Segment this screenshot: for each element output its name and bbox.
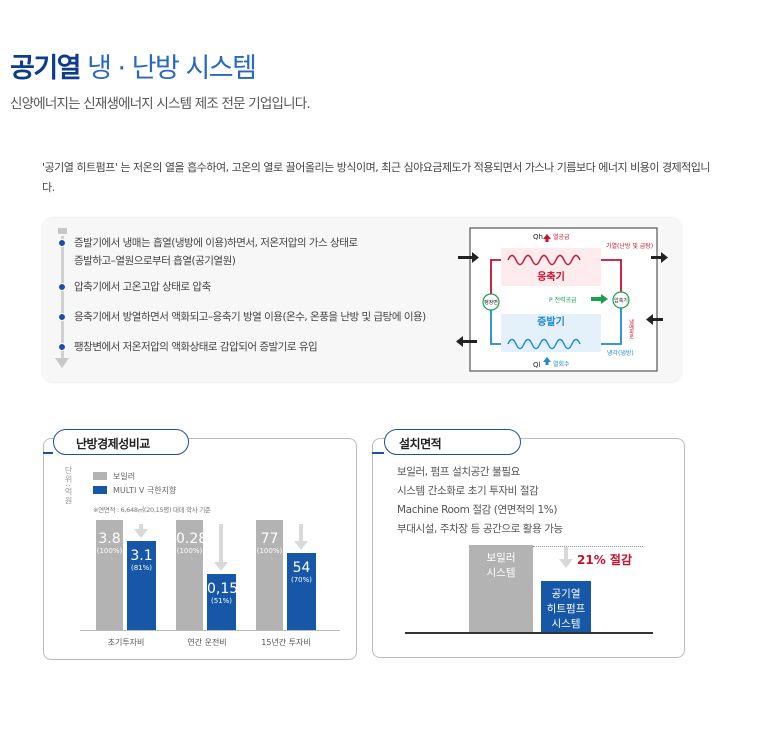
bar-pct-label: (100%)	[96, 547, 123, 555]
heat-pump-diagram: 응축기 증발기 Qh 열공급 가열(난방 및 급탕) Ql 열회수 냉각(냉방)…	[456, 227, 668, 372]
legend-label-heatpump: MULTI V 극한지향	[113, 486, 177, 495]
power-label: P 전력공급	[549, 296, 577, 304]
bar-value-label: 0.28	[176, 531, 208, 547]
steps-down-arrow-icon	[55, 358, 69, 368]
x-tick-label: 초기투자비	[107, 638, 145, 647]
bar-value-label: 3.1	[130, 548, 153, 564]
ql-label: Ql	[533, 361, 541, 369]
reduction-arrow-shaft	[299, 524, 303, 541]
heatpump-label-2: 히트펌프	[546, 603, 586, 615]
reduction-arrow-shaft	[139, 524, 143, 529]
step-text: 증발기에서 냉매는 흡열(냉방에 이용)하면서, 저온저압의 가스 상태로	[74, 237, 358, 249]
bar-chart: 3.8(100%)3.1(81%)0.28(100%)0,15(51%)77(1…	[80, 518, 340, 630]
intro-text: '공기열 히트펌프' 는 저온의 열을 흡수하여, 고온의 열로 끌어올리는 방…	[42, 161, 711, 194]
heat-recovery-label: 열회수	[553, 360, 570, 368]
down-arrow-icon	[294, 541, 308, 550]
heatpump-label-3: 시스템	[551, 618, 581, 630]
heatpump-label-1: 공기열	[551, 588, 581, 600]
x-tick-label: 15년간 투자비	[261, 638, 311, 647]
area-list: 보일러, 펌프 설치공간 불필요 시스템 간소화로 초기 투자비 절감 Mach…	[397, 463, 563, 539]
left-arrow-icon	[456, 336, 463, 347]
condenser-coil-icon	[507, 254, 581, 266]
bar-heatpump: 54(70%)	[287, 553, 316, 630]
saving-label: 21% 절감	[577, 553, 632, 567]
area-list-item: Machine Room 절감 (연면적의 1%)	[397, 504, 558, 516]
bullet-icon	[58, 283, 66, 291]
economics-tab: 난방경제성비교	[53, 429, 189, 455]
up-arrow-icon	[543, 234, 551, 239]
step-text: 압축기에서 고온고압 상태로 압축	[74, 281, 211, 293]
bar-value-label: 0,15	[207, 581, 239, 597]
legend-label-boiler: 보일러	[113, 472, 136, 481]
down-arrow-icon	[134, 529, 148, 538]
legend-swatch-boiler	[93, 472, 107, 480]
page-subtitle: 신양에너지는 신재생에너지 시스템 제조 전문 기업입니다.	[10, 96, 311, 112]
heating-label: 가열(난방 및 급탕)	[606, 242, 653, 250]
heatpump-system-bar: 공기열 히트펌프 시스템	[541, 581, 591, 632]
compressor-icon	[612, 291, 630, 309]
steps-line-cap	[58, 228, 67, 234]
expansion-valve-icon	[482, 293, 500, 311]
boiler-level-line	[533, 546, 643, 547]
step-text: 증발하고–열원으로부터 흡열(공기열원)	[74, 255, 236, 267]
condenser-box	[501, 248, 601, 286]
page-title-bold: 공기열	[10, 53, 82, 84]
bar-pct-label: (100%)	[256, 547, 283, 555]
footnote: ※연면적 : 6,648㎡(20,15평) 대데 학사 기준	[93, 506, 211, 514]
boiler-label-1: 보일러	[486, 552, 516, 564]
bar-pct-label: (70%)	[290, 576, 313, 584]
unit-label: 단위:억원	[64, 466, 73, 506]
cooling-label: 냉각(냉방)	[607, 349, 634, 357]
bullet-icon	[58, 313, 66, 321]
evaporator-box	[501, 314, 601, 352]
legend-swatch-heatpump	[93, 486, 107, 494]
reduction-arrow-shaft	[219, 524, 223, 562]
step-text: 팽창변에서 저온저압의 액화상태로 감압되어 증발기로 유입	[74, 341, 318, 353]
bar-value-label: 54	[292, 560, 311, 576]
page-title: 공기열 냉 · 난방 시스템	[10, 46, 257, 85]
x-axis	[80, 630, 340, 631]
bar-pct-label: (81%)	[130, 564, 153, 572]
area-list-item: 시스템 간소화로 초기 투자비 절감	[397, 485, 539, 497]
heat-supply-label: 열공급	[553, 233, 570, 241]
bar-pct-label: (51%)	[210, 597, 233, 605]
bullet-icon	[58, 239, 66, 247]
compressor-label: 압축기	[614, 297, 628, 304]
area-list-item: 보일러, 펌프 설치공간 불필요	[397, 466, 520, 478]
boiler-label-2: 시스템	[486, 567, 516, 579]
qh-label: Qh	[533, 233, 543, 241]
page-title-rest: 냉 · 난방 시스템	[80, 53, 257, 84]
bar-boiler: 77(100%)	[256, 520, 283, 630]
bar-boiler: 3.8(100%)	[96, 520, 123, 630]
bar-pct-label: (100%)	[176, 547, 203, 555]
down-arrow-icon	[559, 559, 573, 568]
area-tab: 설치면적	[384, 429, 521, 455]
right-arrow-icon	[601, 294, 608, 304]
bar-heatpump: 3.1(81%)	[127, 541, 156, 630]
bar-boiler: 0.28(100%)	[176, 520, 208, 630]
step-text: 응축기에서 방열하면서 액화되고–응축기 방열 이용(온수, 온풍을 난방 및 …	[74, 311, 426, 323]
left-arrow-icon	[646, 314, 653, 325]
evaporator-coil-icon	[507, 338, 581, 350]
bullet-icon	[58, 343, 66, 351]
condenser-label: 응축기	[537, 270, 565, 283]
area-list-item: 부대시설, 주차장 등 공간으로 활용 가능	[397, 523, 563, 535]
area-baseline	[405, 632, 653, 634]
boiler-system-bar: 보일러 시스템	[469, 545, 533, 632]
area-chart: 보일러 시스템 공기열 히트펌프 시스템	[405, 545, 653, 632]
evaporator-label: 증발기	[537, 315, 565, 328]
bar-heatpump: 0,15(51%)	[207, 574, 239, 630]
bar-value-label: 77	[260, 531, 279, 547]
side-vertical-label: 냉매회로	[628, 318, 634, 339]
expansion-label: 팽창변	[484, 299, 498, 306]
bar-value-label: 3.8	[98, 531, 121, 547]
down-arrow-icon	[214, 562, 228, 571]
outlet-arrow-icon	[661, 252, 668, 263]
up-arrow-icon	[543, 357, 551, 362]
x-tick-label: 연간 운전비	[187, 638, 227, 647]
inlet-arrow-icon	[472, 252, 479, 263]
steps-line	[61, 236, 64, 362]
